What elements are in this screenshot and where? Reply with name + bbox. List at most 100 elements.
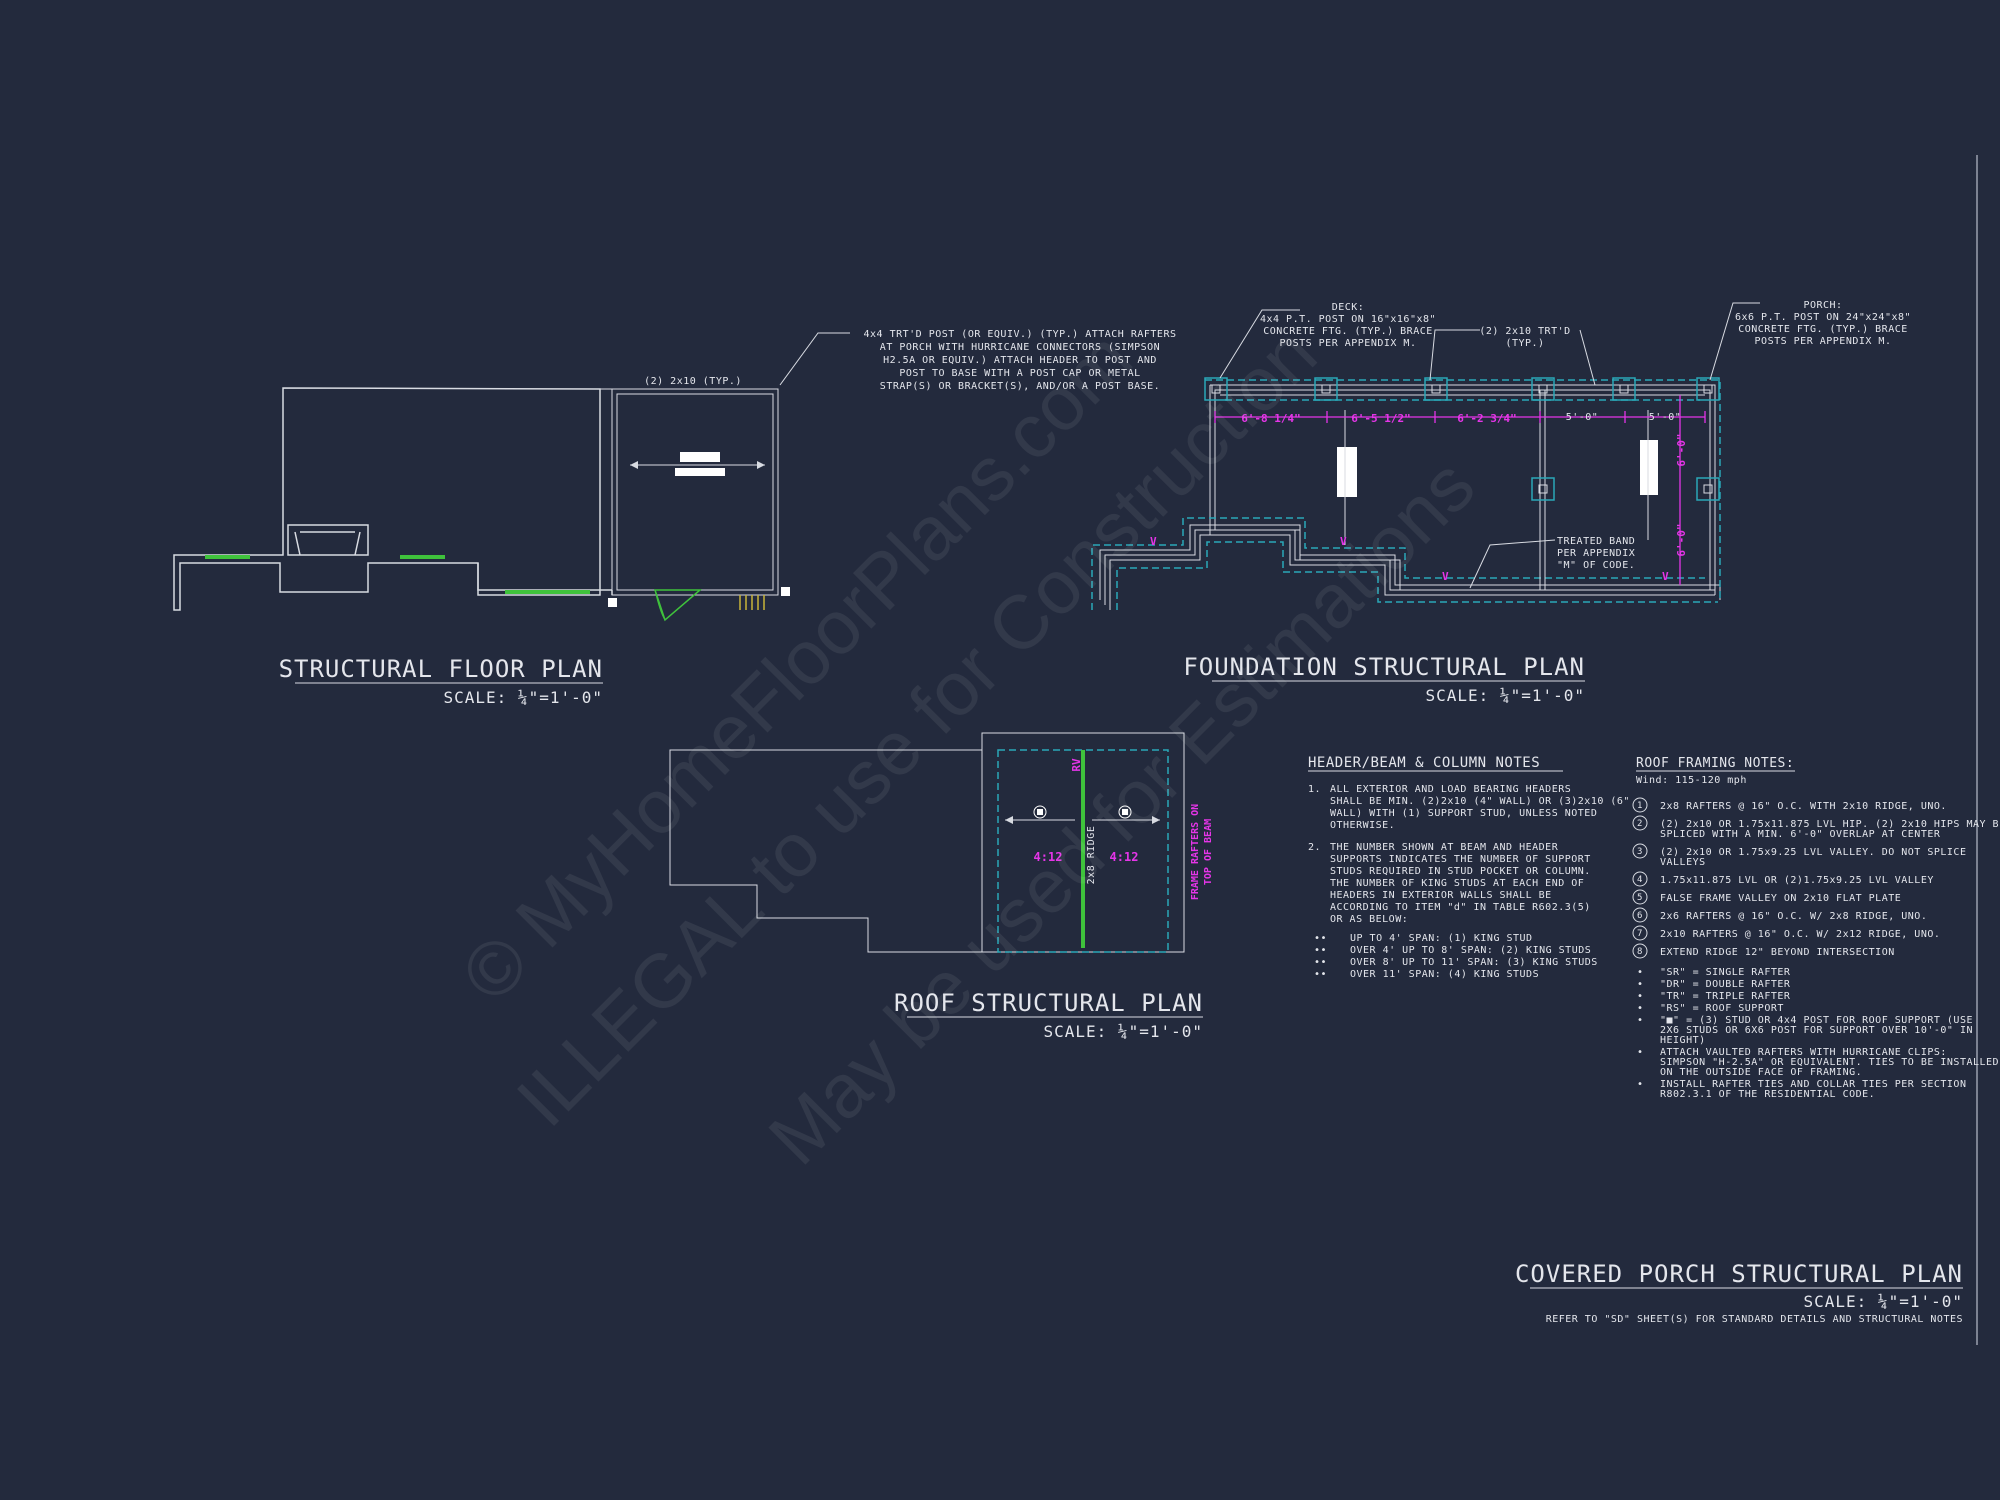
roof-bullet-line: R802.3.1 OF THE RESIDENTIAL CODE. (1660, 1089, 1875, 1100)
header-note-number: 1. (1308, 784, 1321, 795)
roof-note-number: 8 (1637, 947, 1643, 957)
roof-note-line: (2) 2x10 OR 1.75x11.875 LVL HIP. (2) 2x1… (1660, 819, 2000, 830)
bullet-icon: •• (1314, 969, 1327, 980)
bullet-icon: • (1637, 1015, 1644, 1026)
dim-v1: 6'-0" (1675, 433, 1688, 466)
roof-bullet-line: ATTACH VAULTED RAFTERS WITH HURRICANE CL… (1660, 1047, 1947, 1058)
dim-5: 5'-0" (1649, 412, 1682, 423)
dim-4: 5'-0" (1566, 412, 1599, 423)
bullet-icon: • (1637, 967, 1644, 978)
porch-post-note: PORCH: 6x6 P.T. POST ON 24"x24"x8" CONCR… (1735, 300, 1911, 347)
svg-text:PER APPENDIX: PER APPENDIX (1557, 548, 1635, 559)
roof-note-line: SPLICED WITH A MIN. 6'-0" OVERLAP AT CEN… (1660, 829, 1941, 840)
bullet-icon: •• (1314, 945, 1327, 956)
svg-text:POST TO BASE WITH A POST CAP O: POST TO BASE WITH A POST CAP OR METAL (899, 368, 1140, 379)
svg-text:POSTS PER APPENDIX M.: POSTS PER APPENDIX M. (1755, 336, 1892, 347)
ridge-label: 2x8 RIDGE (1086, 826, 1097, 885)
note-number-circle-icon (1632, 925, 1648, 941)
svg-text:AT PORCH WITH HURRICANE CONNEC: AT PORCH WITH HURRICANE CONNECTORS (SIMP… (880, 342, 1160, 353)
vent-mark: V (1662, 570, 1669, 583)
dim-3: 6'-2 3/4" (1457, 412, 1517, 425)
header-note-line: OTHERWISE. (1330, 820, 1395, 831)
svg-text:(2) 2x10 TRT'D: (2) 2x10 TRT'D (1479, 326, 1570, 337)
roof-bullet-line: HEIGHT) (1660, 1035, 1706, 1046)
floor-plan-scale: SCALE: ¼"=1'-0" (444, 688, 604, 707)
pitch-left: 4:12 (1034, 850, 1063, 864)
header-note-line: THE NUMBER OF KING STUDS AT EACH END OF (1330, 878, 1584, 889)
floor-post-note: 4x4 TRT'D POST (OR EQUIV.) (TYP.) ATTACH… (864, 329, 1177, 392)
roof-note-number: 1 (1637, 801, 1643, 811)
structural-floor-plan: (2) 2x10 (TYP.) 4x4 TRT'D POST (OR EQUIV… (173, 329, 1177, 707)
roof-framing-notes: ROOF FRAMING NOTES: Wind: 115-120 mph 1 2… (1632, 756, 2000, 1100)
roof-notes-title: ROOF FRAMING NOTES: (1636, 756, 1794, 771)
foundation-plan-title: FOUNDATION STRUCTURAL PLAN (1183, 653, 1585, 681)
vent-mark: V (1150, 535, 1157, 548)
roof-bullet-line: SIMPSON "H-2.5A" OR EQUIVALENT. TIES TO … (1660, 1057, 1999, 1068)
header-note-number: 2. (1308, 842, 1321, 853)
svg-text:STRAP(S) OR BRACKET(S), AND/OR: STRAP(S) OR BRACKET(S), AND/OR A POST BA… (880, 381, 1160, 392)
roof-bullet-line: "SR" = SINGLE RAFTER (1660, 967, 1791, 978)
bullet-icon: • (1637, 1079, 1644, 1090)
note-number-circle-icon (1632, 907, 1648, 923)
header-bullet: OVER 11' SPAN: (4) KING STUDS (1350, 969, 1539, 980)
deck-post-note: DECK: 4x4 P.T. POST ON 16"x16"x8" CONCRE… (1260, 302, 1436, 349)
bullet-icon: • (1637, 991, 1644, 1002)
svg-text:POSTS PER APPENDIX M.: POSTS PER APPENDIX M. (1280, 338, 1417, 349)
sheet-title: COVERED PORCH STRUCTURAL PLAN (1515, 1260, 1963, 1288)
note-number-circle-icon (1632, 815, 1648, 831)
svg-text:6x6 P.T. POST ON 24"x24"x8": 6x6 P.T. POST ON 24"x24"x8" (1735, 312, 1911, 323)
roof-support-icon (1118, 805, 1132, 819)
post-marker (781, 587, 790, 596)
header-note-line: ACCORDING TO ITEM "d" IN TABLE R602.3(5) (1330, 902, 1591, 913)
foundation-plan-scale: SCALE: ¼"=1'-0" (1426, 686, 1586, 705)
watermark: © MyHomeFloorPlans.com ILLEGAL to use fo… (445, 311, 1491, 1181)
roof-bullet-line: "TR" = TRIPLE RAFTER (1660, 991, 1791, 1002)
roof-note-line: (2) 2x10 OR 1.75x9.25 LVL VALLEY. DO NOT… (1660, 847, 1966, 858)
roof-note-line: VALLEYS (1660, 857, 1706, 868)
header-note-line: ALL EXTERIOR AND LOAD BEARING HEADERS (1330, 784, 1571, 795)
svg-text:TREATED BAND: TREATED BAND (1557, 536, 1635, 547)
dim-v2: 6'-0" (1675, 523, 1688, 556)
note-number-circle-icon (1632, 843, 1648, 859)
roof-structural-plan: 4:12 4:12 2x8 RIDGE RV FRAME RAFTERS ON … (669, 732, 1214, 1041)
vent-mark: V (1442, 570, 1449, 583)
svg-text:H2.5A OR EQUIV.) ATTACH HEADER: H2.5A OR EQUIV.) ATTACH HEADER TO POST A… (883, 355, 1157, 366)
pitch-right: 4:12 (1110, 850, 1139, 864)
header-note-line: HEADERS IN EXTERIOR WALLS SHALL BE (1330, 890, 1552, 901)
svg-text:TOP OF BEAM: TOP OF BEAM (1203, 819, 1214, 885)
roof-bullet-line: "RS" = ROOF SUPPORT (1660, 1003, 1784, 1014)
svg-text:"M" OF CODE.: "M" OF CODE. (1557, 560, 1635, 571)
note-number-circle-icon (1632, 943, 1648, 959)
header-note-line: STUDS REQUIRED IN STUD POCKET OR COLUMN. (1330, 866, 1591, 877)
header-note-line: OR AS BELOW: (1330, 914, 1408, 925)
header-beam-notes: HEADER/BEAM & COLUMN NOTES 1.ALL EXTERIO… (1308, 755, 1630, 980)
roof-bullet-line: "DR" = DOUBLE RAFTER (1660, 979, 1791, 990)
roof-note-number: 5 (1637, 893, 1643, 903)
header-bullet: UP TO 4' SPAN: (1) KING STUD (1350, 933, 1533, 944)
sheet-refer-note: REFER TO "SD" SHEET(S) FOR STANDARD DETA… (1546, 1314, 1963, 1325)
roof-plan-scale: SCALE: ¼"=1'-0" (1044, 1022, 1204, 1041)
roof-notes-wind: Wind: 115-120 mph (1636, 775, 1747, 786)
roof-note-line: FALSE FRAME VALLEY ON 2x10 FLAT PLATE (1660, 893, 1901, 904)
bullet-icon: • (1637, 1047, 1644, 1058)
svg-text:4x4 TRT'D POST (OR EQUIV.) (TY: 4x4 TRT'D POST (OR EQUIV.) (TYP.) ATTACH… (864, 329, 1177, 340)
roof-bullet-line: ON THE OUTSIDE FACE OF FRAMING. (1660, 1067, 1862, 1078)
svg-text:(TYP.): (TYP.) (1505, 338, 1544, 349)
svg-text:CONCRETE FTG. (TYP.) BRACE: CONCRETE FTG. (TYP.) BRACE (1263, 326, 1433, 337)
frame-rafters-note: FRAME RAFTERS ON TOP OF BEAM (1190, 804, 1214, 900)
note-number-circle-icon (1632, 797, 1648, 813)
header-note-line: SUPPORTS INDICATES THE NUMBER OF SUPPORT (1330, 854, 1591, 865)
vent-mark: V (1340, 535, 1347, 548)
svg-text:CONCRETE FTG. (TYP.) BRACE: CONCRETE FTG. (TYP.) BRACE (1738, 324, 1908, 335)
roof-plan-title: ROOF STRUCTURAL PLAN (894, 989, 1203, 1017)
header-note-line: THE NUMBER SHOWN AT BEAM AND HEADER (1330, 842, 1559, 853)
treated-band-note: TREATED BAND PER APPENDIX "M" OF CODE. (1557, 536, 1635, 571)
roof-note-number: 2 (1637, 819, 1643, 829)
roof-bullet-line: 2X6 STUDS OR 6X6 POST FOR SUPPORT OVER 1… (1660, 1025, 1973, 1036)
svg-text:FRAME RAFTERS ON: FRAME RAFTERS ON (1190, 804, 1201, 900)
header-bullet: OVER 4' UP TO 8' SPAN: (2) KING STUDS (1350, 945, 1591, 956)
foundation-structural-plan: 6'-8 1/4" 6'-5 1/2" 6'-2 3/4" 5'-0" 5'-0… (1091, 300, 1911, 705)
post-marker (608, 598, 617, 607)
header-note-line: SHALL BE MIN. (2)2x10 (4" WALL) OR (3)2x… (1330, 796, 1630, 807)
